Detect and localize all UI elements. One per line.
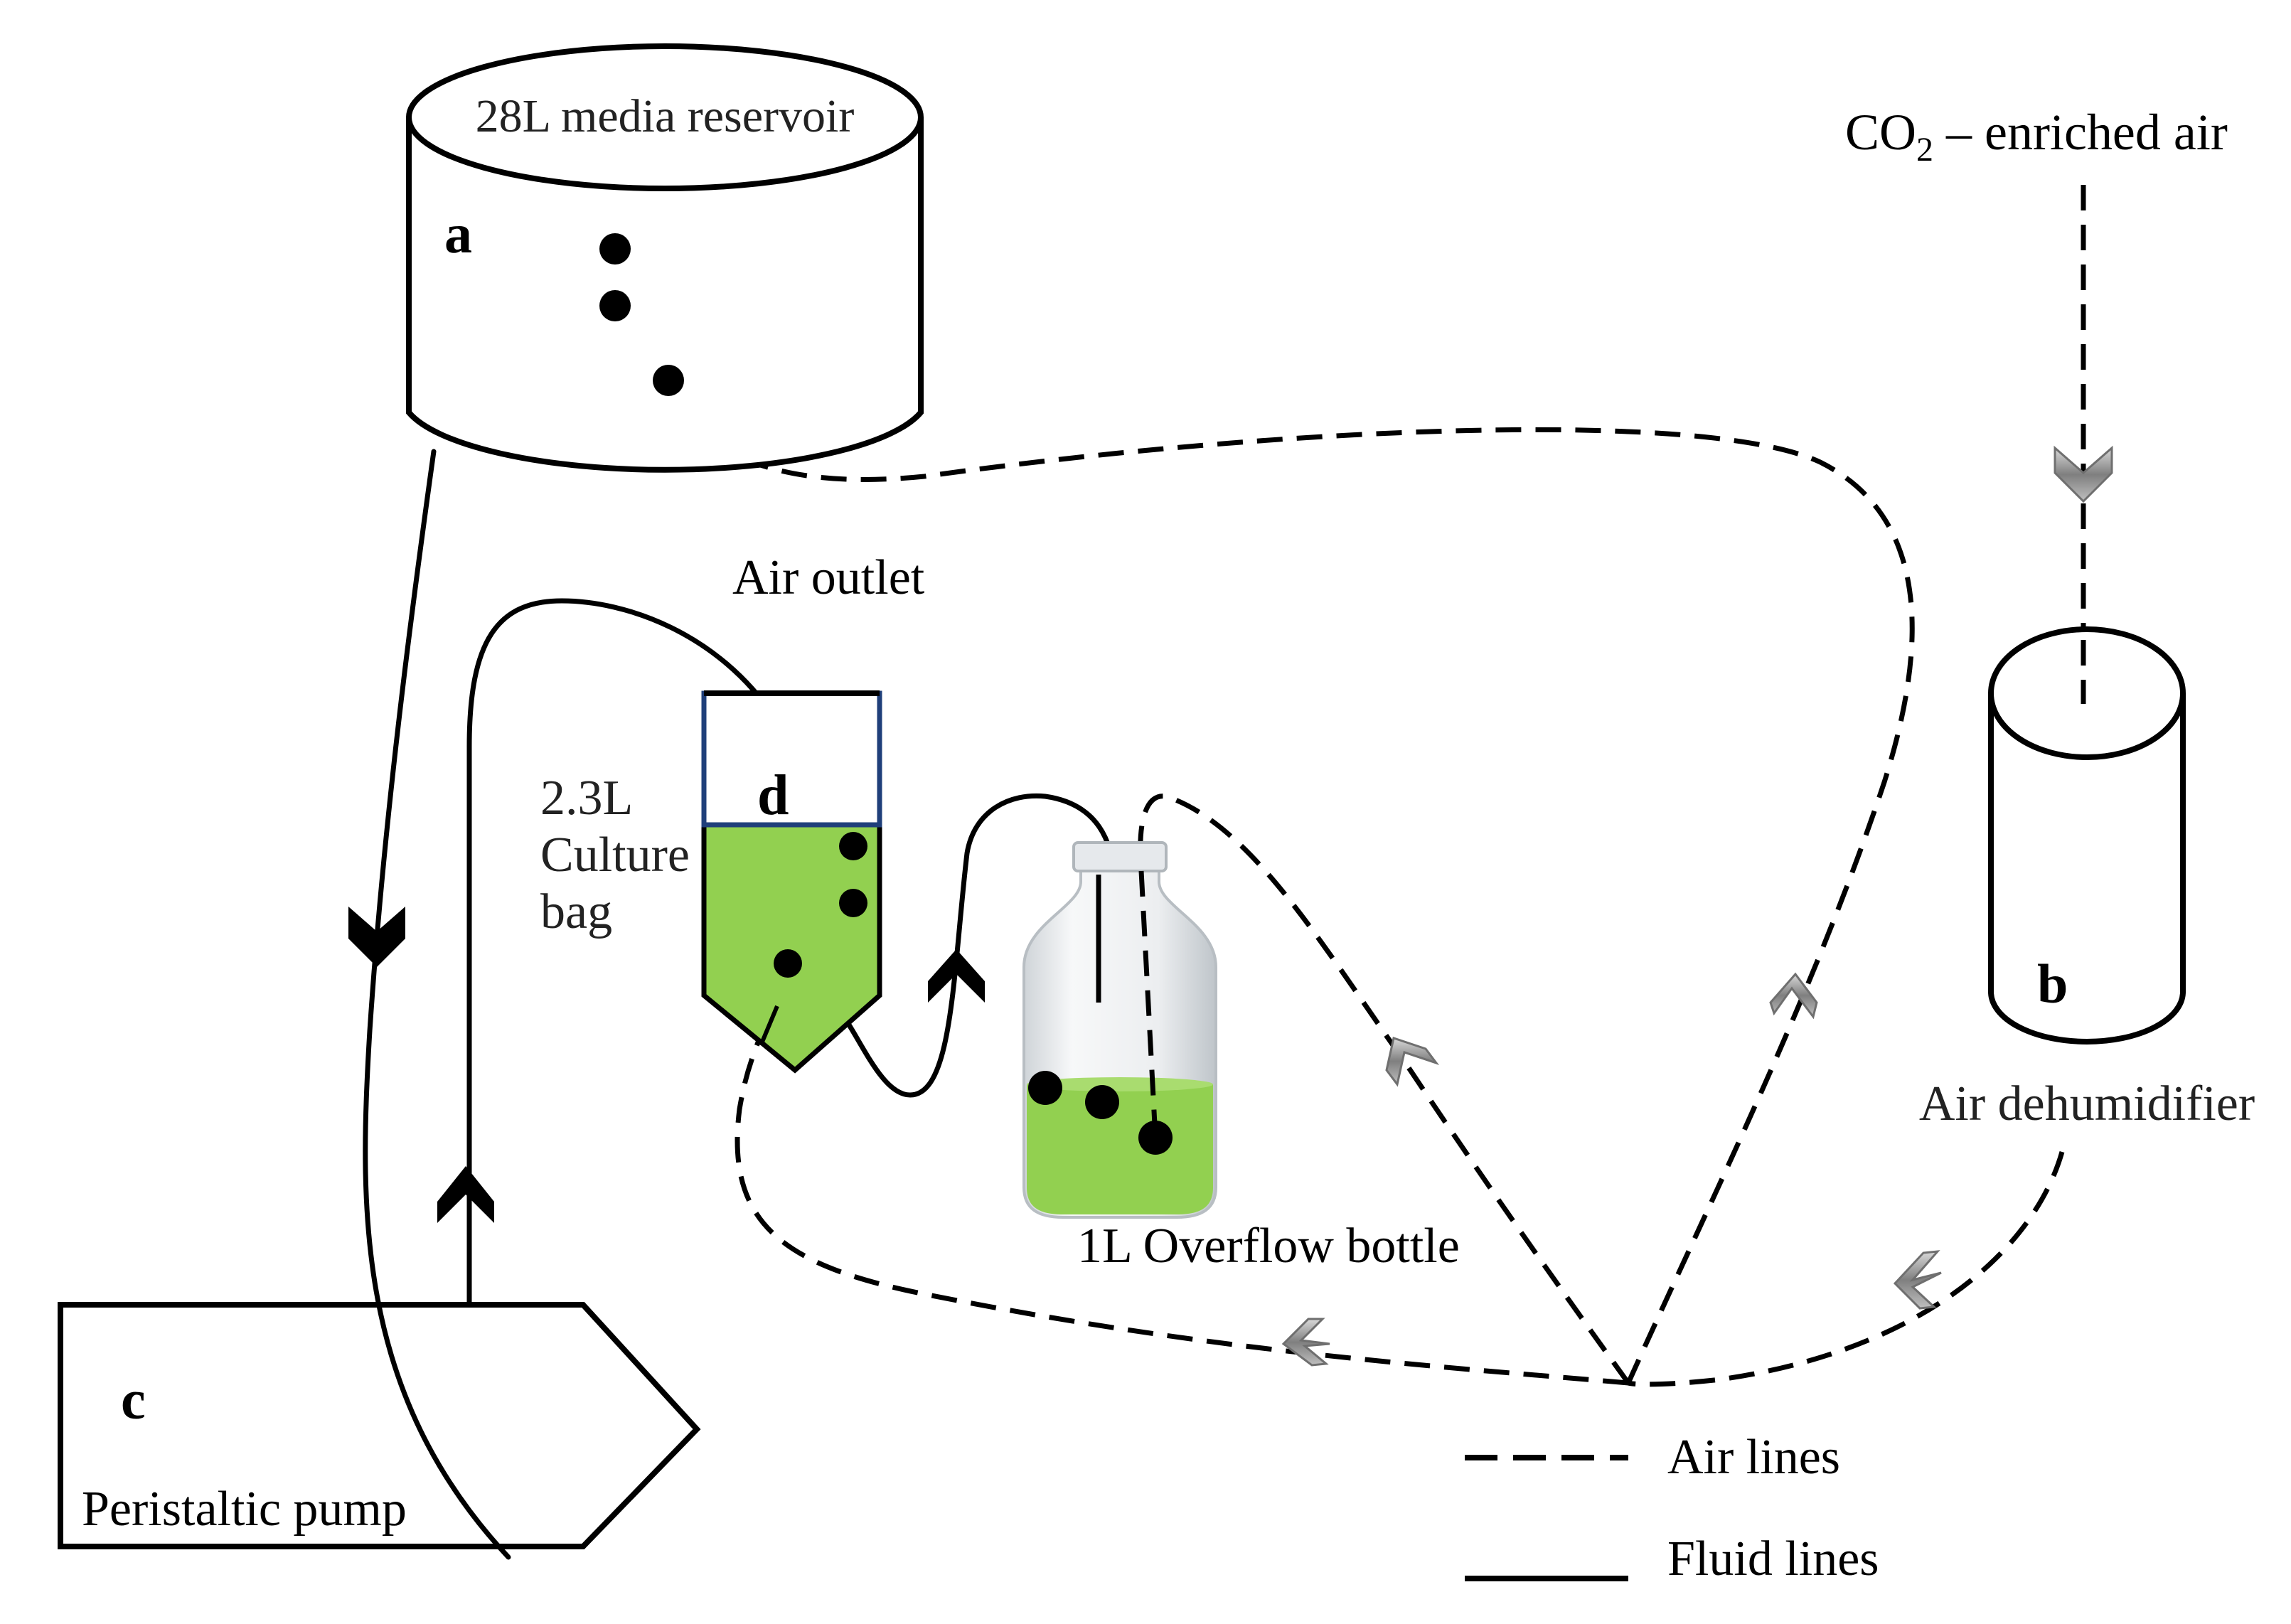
air-line-dehumidifier-to-junction xyxy=(1627,1151,2065,1387)
co2-prefix: CO xyxy=(1845,104,1916,161)
culture-bag-label: 2.3L Culture bag xyxy=(540,771,702,939)
air-arrow-left-icon xyxy=(1281,1318,1330,1367)
reservoir-dot xyxy=(599,233,631,265)
reservoir-dot xyxy=(653,365,684,396)
reservoir-letter: a xyxy=(444,203,472,265)
culture-bag: d 2.3L Culture bag xyxy=(540,690,882,1074)
peristaltic-pump: c Peristaltic pump xyxy=(58,1302,701,1549)
overflow-bottle-label: 1L Overflow bottle xyxy=(1077,1219,1460,1273)
culture-bag-label-line1: 2.3L xyxy=(540,771,631,826)
overflow-bottle-dot xyxy=(1085,1085,1119,1119)
air-arrow-up-icon xyxy=(1769,972,1818,1020)
fluid-arrow-down-icon xyxy=(348,907,405,967)
culture-bag-dot xyxy=(839,889,867,917)
air-lines xyxy=(673,185,2086,1387)
air-line-junction-to-reservoir xyxy=(673,403,1915,1384)
overflow-bottle-liquid xyxy=(1027,1084,1213,1214)
culture-bag-letter: d xyxy=(757,764,789,827)
media-reservoir: 28L media reservoir a xyxy=(406,43,924,473)
fluid-flow-arrows xyxy=(348,907,985,1223)
culture-bag-headspace xyxy=(701,690,882,828)
reservoir-label: 28L media reservoir xyxy=(476,90,855,142)
fluid-line-pump-to-culture-bag xyxy=(466,598,778,1308)
reservoir-dot xyxy=(599,290,631,321)
air-line-junction-to-bottle xyxy=(1138,794,1630,1385)
air-outlet-label: Air outlet xyxy=(732,550,925,605)
legend: Air lines Fluid lines xyxy=(1465,1430,1879,1586)
culture-bag-dot xyxy=(839,832,867,860)
overflow-bottle: 1L Overflow bottle xyxy=(1022,841,1460,1273)
dehumidifier-letter: b xyxy=(2037,953,2068,1015)
overflow-bottle-dot xyxy=(1138,1121,1173,1155)
fluid-arrow-up-icon xyxy=(928,949,985,1003)
culture-bag-dot xyxy=(774,949,802,978)
air-dehumidifier: b Air dehumidifier xyxy=(1919,626,2255,1131)
dehumidifier-label: Air dehumidifier xyxy=(1919,1077,2255,1131)
pump-letter: c xyxy=(121,1369,146,1431)
air-arrow-up-icon xyxy=(1385,1037,1440,1087)
culture-bag-label-line3: bag xyxy=(540,885,612,939)
air-flow-arrows xyxy=(1281,445,2113,1367)
legend-fluid-label: Fluid lines xyxy=(1667,1532,1879,1586)
culture-bag-label-line2: Culture xyxy=(540,828,690,882)
air-arrow-left-icon xyxy=(1893,1250,1942,1310)
co2-subscript: 2 xyxy=(1916,131,1933,169)
fluid-arrow-up-icon xyxy=(437,1166,494,1223)
co2-suffix: – enriched air xyxy=(1933,104,2228,161)
fluid-line-reservoir-to-pump xyxy=(363,449,511,1560)
air-arrow-down-icon xyxy=(2054,445,2113,503)
co2-enriched-air-label: CO2 – enriched air xyxy=(1845,104,2228,169)
air-line-junction-to-culture-bag xyxy=(735,1015,1629,1386)
overflow-bottle-dot xyxy=(1028,1071,1062,1105)
legend-air-label: Air lines xyxy=(1667,1430,1840,1485)
pump-label: Peristaltic pump xyxy=(82,1482,407,1537)
